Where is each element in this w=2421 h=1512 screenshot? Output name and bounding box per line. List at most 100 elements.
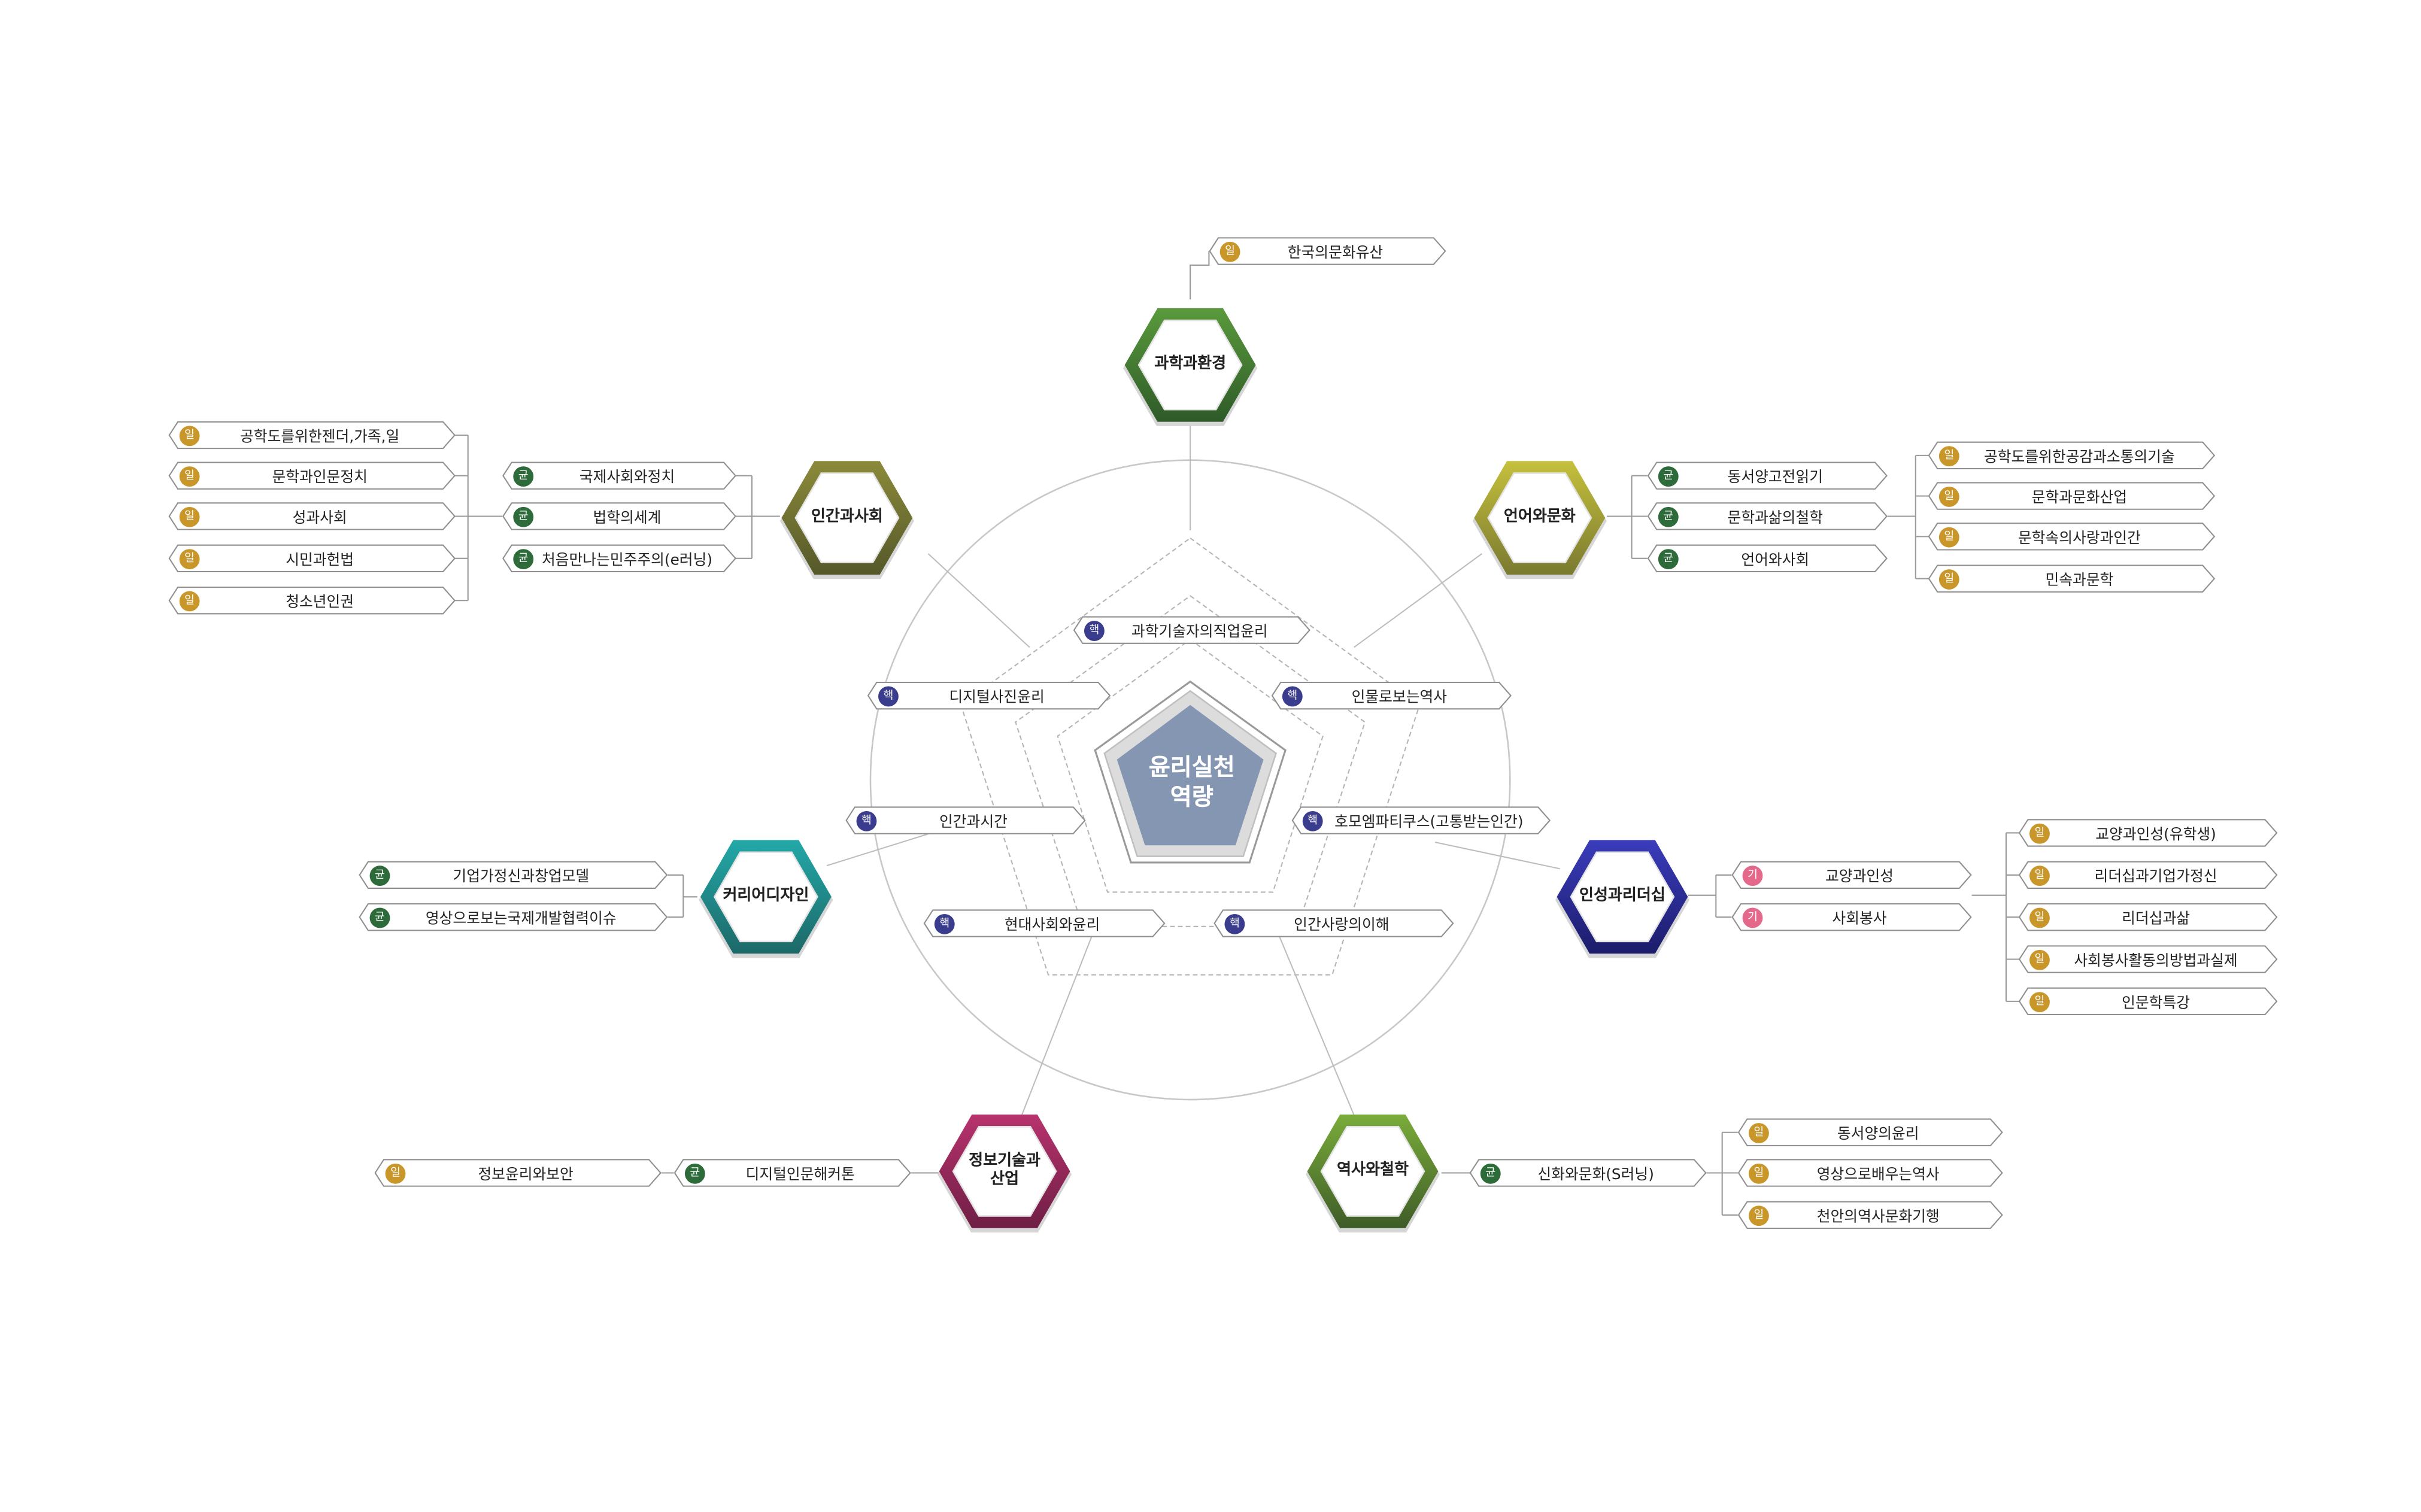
hexagon-science[interactable]: 과학과환경 [1121,296,1258,433]
course-tag-career[interactable]: 균 기업가정신과창업모델 [359,861,668,889]
tag-frame [168,544,456,573]
category-badge: 일 [1219,241,1240,262]
hexagon-inner [1487,472,1592,563]
tag-frame [502,462,736,490]
course-name: 신화와문화(S러닝) [1537,1167,1654,1184]
hexagon-history[interactable]: 역사와철학 [1304,1103,1441,1240]
course-name: 문학과삶의철학 [1727,510,1824,527]
course-name: 공학도를위한공감과소통의기술 [1983,449,2175,467]
tag-frame [359,903,668,931]
tag-frame [1928,482,2216,510]
hexagon-label: 커리어디자인 [723,887,809,905]
category-badge: 일 [179,465,200,486]
course-name: 교양과인성(유학생) [2095,827,2216,844]
tag-outline [1271,681,1512,710]
tag-outline [867,681,1111,710]
hexagon-career[interactable]: 커리어디자인 [697,828,835,966]
hexagon-character[interactable]: 인성과리더십 [1554,828,1691,966]
tag-frame [168,502,456,530]
category-badge: 균 [684,1162,705,1183]
tag-frame [1928,564,2216,593]
category-badge: 일 [2029,864,2050,885]
tag-frame [845,806,1086,834]
tag-outline [1731,861,1972,889]
hexagon-shape [938,1115,1072,1233]
category-badge: 일 [1748,1122,1769,1143]
hexagon-inner [794,472,900,563]
category-badge: 핵 [878,685,899,706]
course-name: 기업가정신과창업모델 [453,869,590,886]
tag-outline [2018,945,2278,973]
category-badge: 일 [179,425,200,445]
course-name: 동서양고전읽기 [1727,469,1824,487]
tag-outline [359,903,668,931]
tag-frame [1469,1159,1707,1187]
tag-outline [502,502,736,530]
category-badge: 균 [369,864,390,885]
course-tag-language-level3[interactable]: 일 문학과문화산업 [1928,482,2216,510]
tag-outline [1737,1159,2003,1187]
tag-outline [168,462,456,490]
category-badge: 일 [1748,1204,1769,1225]
tag-frame [1737,1159,2003,1187]
category-badge: 핵 [856,810,877,831]
hexagon-info[interactable]: 정보기술과 산업 [936,1103,1073,1240]
category-badge: 균 [369,907,390,928]
tag-outline [1731,903,1972,931]
tag-frame [1731,861,1972,889]
course-name: 문학과문화산업 [2031,490,2128,507]
tag-outline [1291,806,1551,834]
course-tag-language-level3[interactable]: 일 공학도를위한공감과소통의기술 [1928,441,2216,470]
tag-outline [1737,1201,2003,1229]
category-badge: 일 [385,1162,406,1183]
category-badge: 일 [1938,445,1959,466]
tag-outline [1928,564,2216,593]
category-badge: 균 [513,506,534,527]
radar-ring [960,537,1421,976]
tag-frame [502,502,736,530]
hexagon-language[interactable]: 언어와문화 [1471,449,1608,586]
course-name: 호모엠파티쿠스(고통받는인간) [1334,814,1524,831]
tag-frame [1647,502,1888,530]
hexagon-human[interactable]: 인간과사회 [778,449,915,586]
category-badge: 일 [1938,485,1959,506]
center-pentagon [1117,705,1264,846]
hexagon-label: 역사와철학 [1337,1162,1409,1179]
tag-frame [359,861,668,889]
